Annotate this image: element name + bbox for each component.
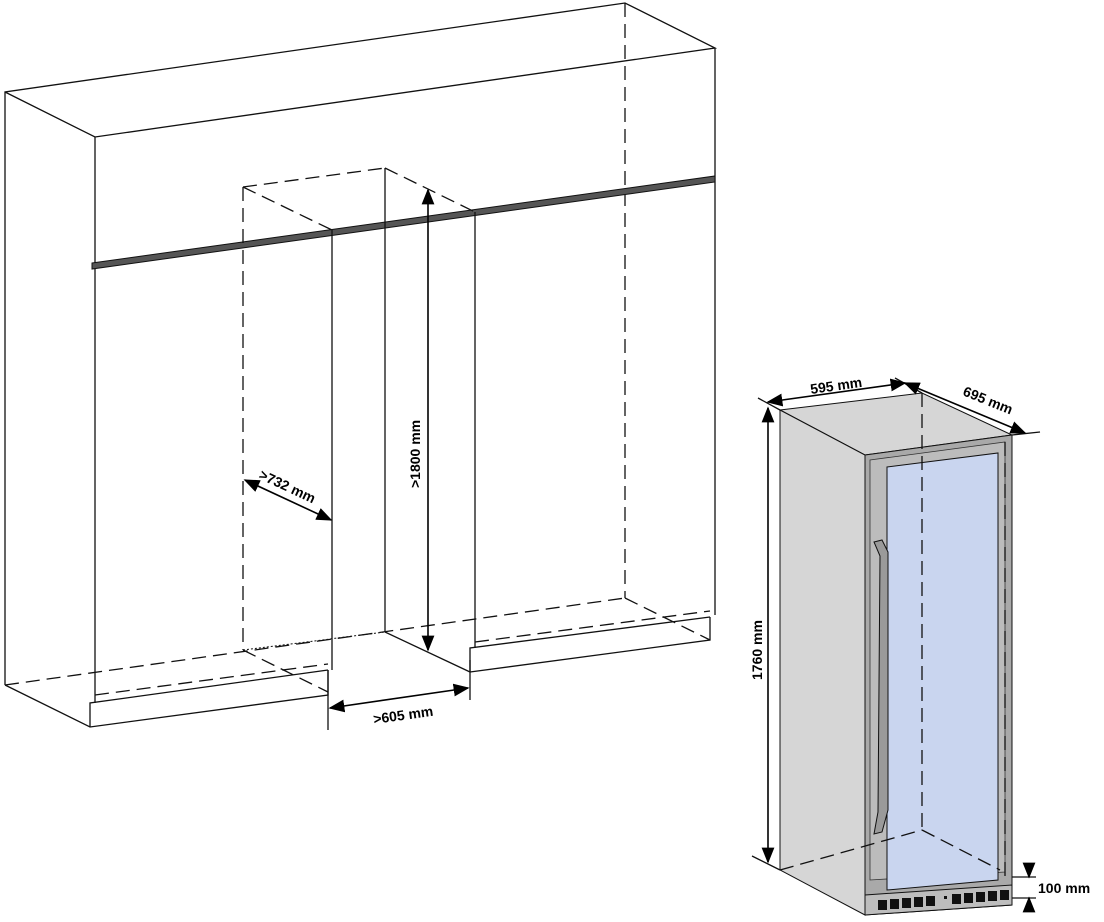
- plinth-height-label: 100 mm: [1038, 880, 1090, 896]
- door-handle: [873, 539, 889, 835]
- niche-height-label: >1800 mm: [407, 420, 423, 488]
- wine-cooler-drawing: [751, 377, 1041, 916]
- countertop: [91, 175, 716, 270]
- niche-width-label: >605 mm: [372, 703, 434, 727]
- appliance-width-label: 595 mm: [809, 374, 863, 397]
- ventilation-grille: [878, 890, 1009, 910]
- width-dimension-line: [328, 683, 470, 713]
- appliance-height-label: 1760 mm: [749, 620, 765, 680]
- kitchen-cabinet-drawing: [4, 2, 718, 730]
- appliance-depth-label: 695 mm: [961, 383, 1015, 417]
- glass-door: [886, 452, 999, 891]
- depth-dimension-line: [243, 479, 333, 521]
